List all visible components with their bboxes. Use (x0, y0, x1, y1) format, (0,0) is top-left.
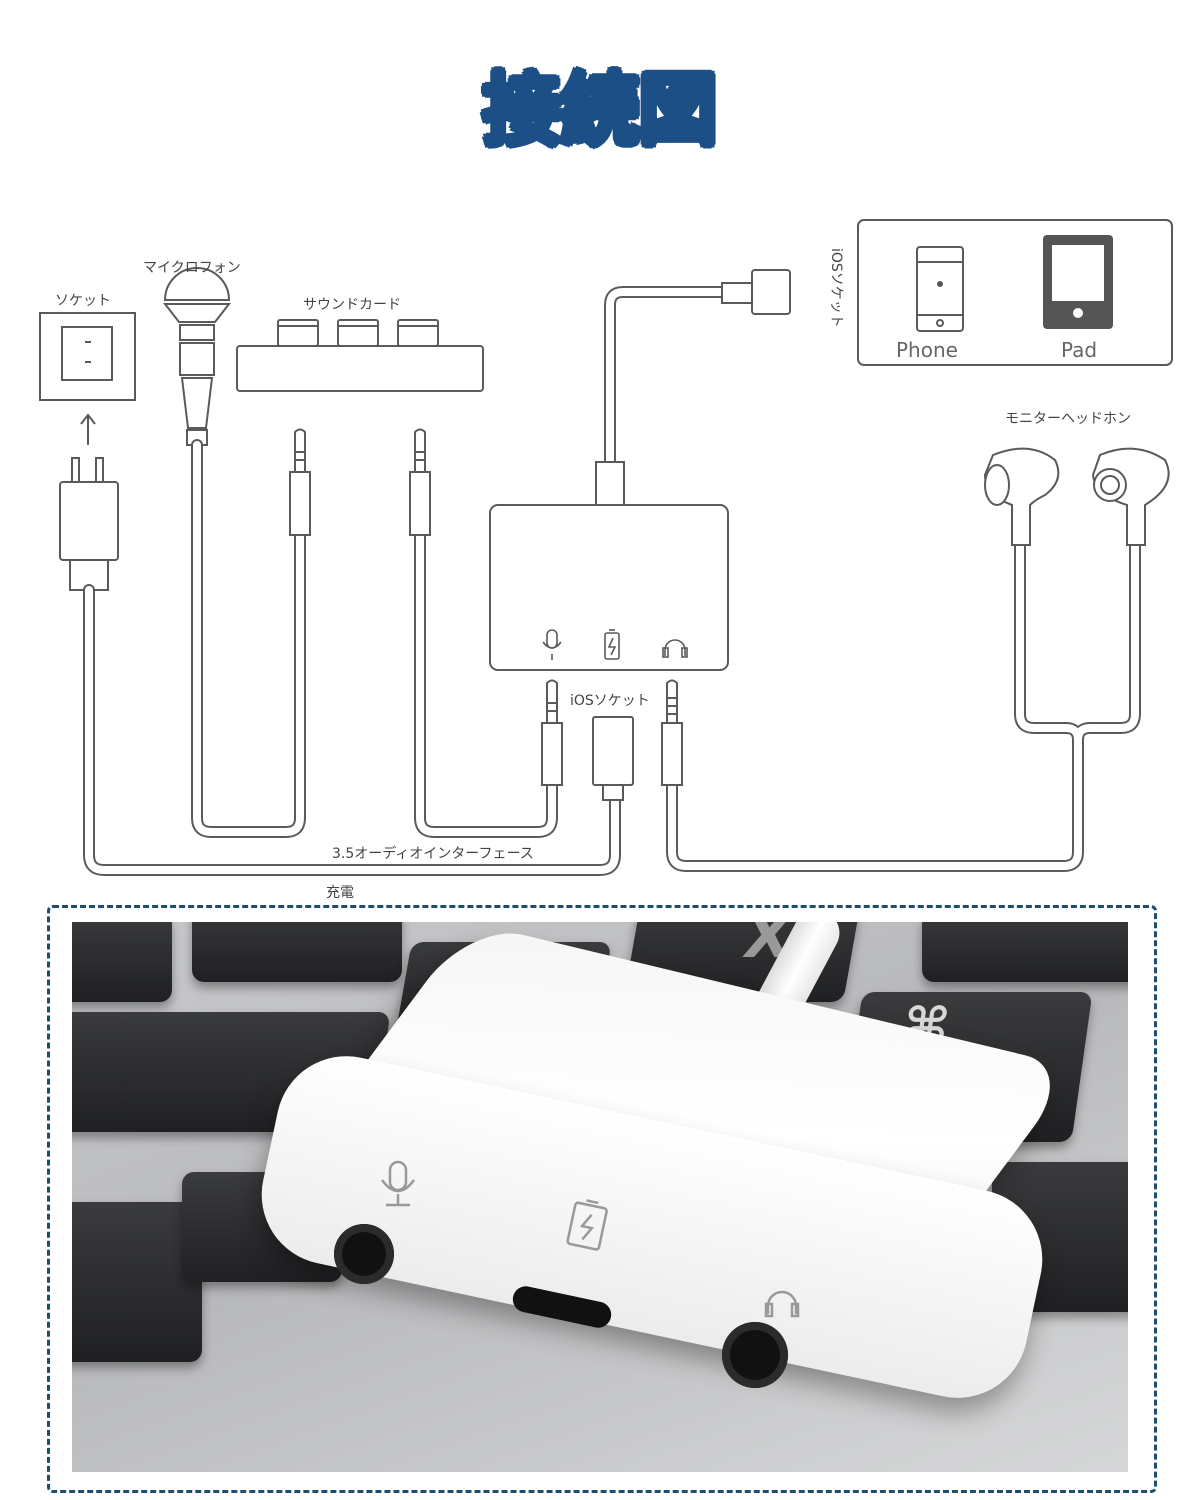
label-audio-interface: 3.5オーディオインターフェース (332, 845, 534, 862)
product-photo: Z X ⌘ mand (72, 922, 1128, 1472)
earbud-right-icon (1091, 447, 1170, 546)
phone-icon (916, 246, 964, 332)
keyboard-key (192, 922, 402, 982)
arrow-up-icon (80, 413, 96, 445)
photo-frame (47, 905, 1157, 1493)
headphone-cable (666, 539, 1141, 872)
keyboard-key (922, 922, 1128, 982)
audio-jack-icon (409, 428, 431, 536)
label-sound-card: サウンドカード (303, 297, 401, 313)
headphone-port-icon (662, 639, 688, 658)
lightning-cable (604, 286, 732, 468)
lightning-plug-icon (721, 269, 791, 315)
microphone-port-icon (542, 629, 562, 660)
wall-socket-icon (39, 312, 136, 401)
label-microphone: マイクロフォン (143, 260, 241, 276)
adapter-port-icons (380, 1160, 800, 1318)
audio-jack-icon (661, 679, 683, 786)
label-phone: Phone (896, 338, 958, 362)
label-pad: Pad (1061, 338, 1097, 362)
connection-diagram: ソケット マイクロフォン サウンドカード iOSソケット Phone Pad モ… (39, 219, 1173, 900)
microphone-icon (162, 267, 232, 446)
keyboard-key (72, 922, 172, 1002)
earbud-left-icon (983, 447, 1060, 546)
ios-socket-connector-icon (592, 716, 634, 801)
label-ios-socket: iOSソケット (570, 693, 650, 709)
mic-jack-hole (334, 1224, 394, 1284)
audio-jack-icon (289, 428, 311, 536)
label-ios-socket-vertical: iOSソケット (828, 248, 844, 328)
label-charging: 充電 (326, 885, 354, 900)
battery-charging-icon (566, 1199, 608, 1251)
microphone-icon (380, 1160, 416, 1207)
label-socket: ソケット (55, 293, 111, 309)
adapter-icon (489, 461, 729, 671)
audio-jack-icon (541, 679, 563, 786)
headphone-icon (764, 1290, 800, 1318)
charger-plug-icon (59, 457, 119, 591)
ipad-icon (1043, 235, 1113, 329)
page-title: 接続図 (481, 65, 718, 158)
label-monitor-headphones: モニターヘッドホン (1005, 411, 1131, 427)
headphone-jack-hole (722, 1322, 788, 1388)
keyboard-key (72, 1202, 202, 1362)
microphone-cable (191, 439, 306, 838)
sound-card-icon (236, 319, 484, 392)
charging-port-icon (604, 629, 620, 660)
